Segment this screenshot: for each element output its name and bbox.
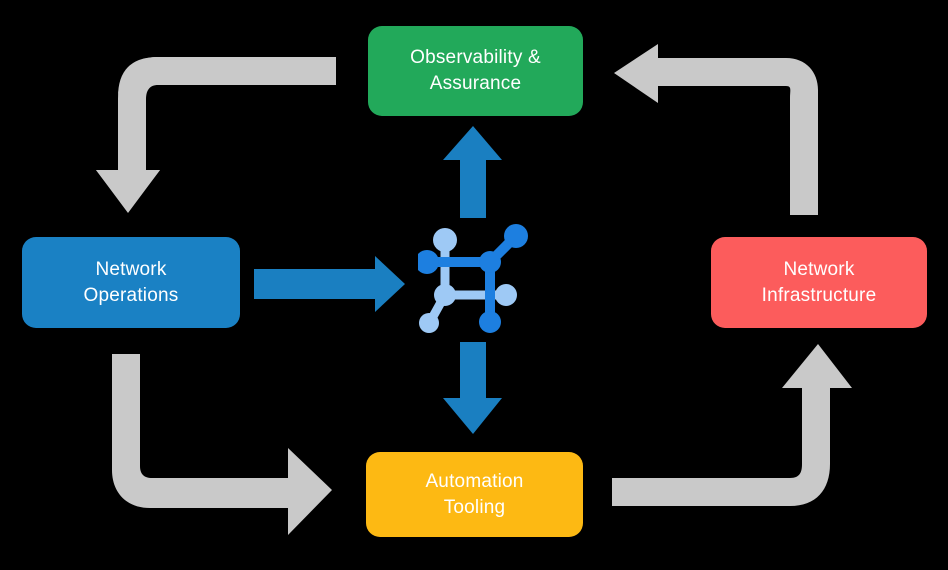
- gray-arrow-automation-to-infrastructure: [612, 344, 852, 506]
- gray-arrow-observability-to-operations: [96, 57, 336, 213]
- gray-arrow-observability-to-operations-shape: [96, 57, 336, 212]
- node-box-network-infrastructure[interactable]: Network Infrastructure: [711, 237, 927, 328]
- blue-arrow-operations-to-center: [254, 256, 405, 312]
- topology-nodes-secondary: [419, 228, 517, 333]
- node-box-observability[interactable]: Observability & Assurance: [368, 26, 583, 116]
- gray-arrow-operations-to-automation: [112, 354, 332, 535]
- blue-arrow-center-to-observability: [443, 126, 502, 218]
- gray-arrow-infrastructure-to-observability: [614, 44, 818, 215]
- blue-arrow-center-to-automation: [443, 342, 502, 434]
- node-box-network-operations[interactable]: Network Operations: [22, 237, 240, 328]
- topology-nodes-primary: [418, 224, 528, 333]
- node-box-automation-tooling[interactable]: Automation Tooling: [366, 452, 583, 537]
- network-topology-icon: [418, 224, 528, 333]
